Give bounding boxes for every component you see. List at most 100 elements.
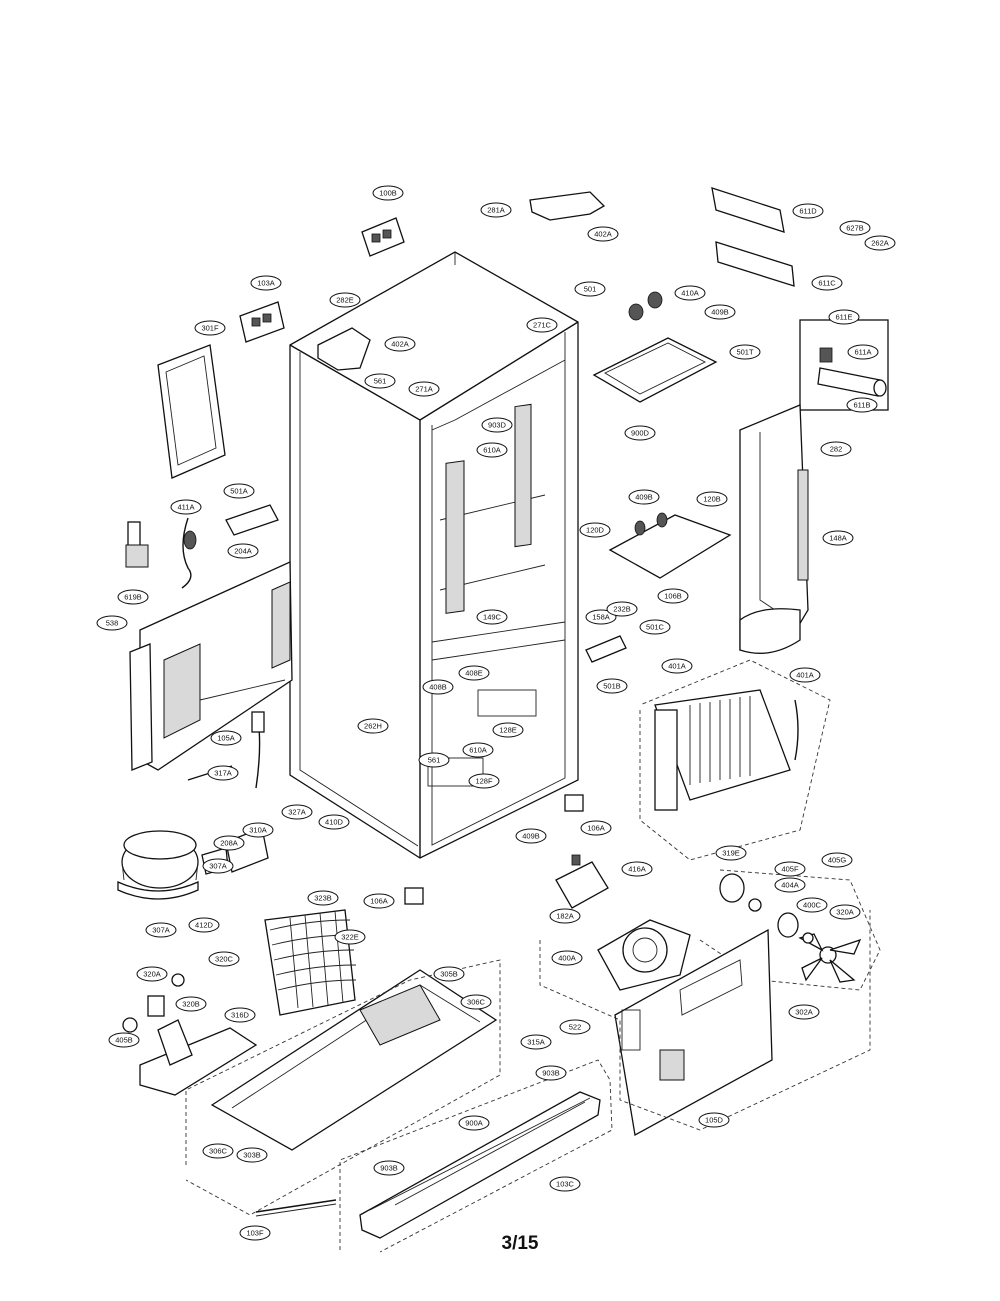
callout-text: 301F [201,324,219,333]
callout-bubble [551,950,583,966]
callout-text: 182A [556,912,574,921]
callout-text: 408E [465,669,483,678]
callout-148a: 148A [822,530,854,546]
bracket-e01 [585,635,627,663]
callout-text: 103F [246,1229,264,1238]
callout-bubble [520,1034,552,1050]
callout-text: 306C [467,998,486,1007]
callout-306c: 306C [460,994,492,1010]
callout-bubble [236,1147,268,1163]
evaporator-cover-149a [739,404,809,654]
callout-text: 106B [664,592,682,601]
damper-box-611e [799,319,889,411]
base-grille-103c [339,1059,613,1253]
callout-text: 561 [374,377,387,386]
callout-text: 120D [586,526,605,535]
callout-208a: 208A [213,835,245,851]
callout-bubble [364,373,396,389]
callout-text: 522 [569,1023,582,1032]
callout-text: 404A [781,881,799,890]
callout-text: 405F [781,865,799,874]
callout-text: 619B [124,593,142,602]
callout-bubble [657,588,689,604]
callout-408e: 408E [458,665,490,681]
callout-text: 409B [522,832,540,841]
callout-text: 262A [871,239,889,248]
callout-405f: 405F [774,861,806,877]
rear-dashed-frame [185,959,501,1216]
callout-bubble [535,1065,567,1081]
callout-bubble [621,861,653,877]
callout-bubble [202,858,234,874]
callout-bubble [408,381,440,397]
callout-text: 208A [220,839,238,848]
callout-561: 561 [418,752,450,768]
callout-text: 303B [243,1151,261,1160]
callout-text: 411A [178,503,195,512]
callout-bubble [580,820,612,836]
callout-text: 401A [796,671,814,680]
callout-262h: 262H [357,718,389,734]
base-plate-315a [210,969,498,1151]
callout-900d: 900D [624,425,656,441]
refrigerator-cabinet [289,251,579,859]
callout-bubble [715,845,747,861]
callout-text: 416A [628,865,646,874]
callout-317a: 317A [207,765,239,781]
callout-text: 310A [249,826,267,835]
callout-903b: 903B [535,1065,567,1081]
callout-text: 610A [469,746,487,755]
callout-410a: 410A [674,285,706,301]
callout-bubble [207,765,239,781]
callout-text: 402A [594,230,612,239]
callout-text: 262H [364,722,382,731]
callout-bubble [704,304,736,320]
callout-271a: 271A [408,381,440,397]
switch-501a [225,504,279,536]
callout-501: 501 [574,281,606,297]
callout-302a: 302A [788,1004,820,1020]
callout-307a: 307A [145,922,177,938]
callout-bubble [587,226,619,242]
sensor-411a [181,517,197,589]
callout-bubble [468,773,500,789]
callout-bubble [460,994,492,1010]
callout-405g: 405G [821,852,853,868]
callout-522: 522 [559,1019,591,1035]
callout-405b: 405B [108,1032,140,1048]
callout-501b: 501B [596,678,628,694]
callout-text: 320C [215,955,234,964]
callout-611d: 611D [792,203,824,219]
callout-bubble [363,893,395,909]
callout-401a: 401A [789,667,821,683]
callout-text: 271A [415,385,433,394]
callout-bubble [372,185,404,201]
callout-text: 405B [115,1036,133,1045]
callout-text: 307A [209,862,227,871]
callout-text: 501B [603,682,621,691]
fan-motor-400a [597,919,691,991]
callout-bubble [170,499,202,515]
callout-bubble [492,722,524,738]
callout-bubble [596,678,628,694]
callout-text: 561 [428,756,441,765]
callout-105a: 105A [210,730,242,746]
callout-320b: 320B [175,996,207,1012]
callout-text: 106A [370,897,388,906]
callout-text: 103C [556,1180,575,1189]
evaporator-tray-120d [608,512,732,579]
callout-text: 320A [836,908,854,917]
callout-619b: 619B [117,589,149,605]
callout-bubble [462,742,494,758]
callout-402a: 402A [384,336,416,352]
callout-text: 323B [314,894,332,903]
callout-bubble [96,615,128,631]
callout-611a: 611A [847,344,879,360]
callout-text: 611B [854,401,871,410]
callout-611b: 611B [846,397,878,413]
callout-bubble [811,275,843,291]
evaporator-coil-401a [639,659,831,861]
callout-106b: 106B [657,588,689,604]
callout-text: 408B [429,683,447,692]
